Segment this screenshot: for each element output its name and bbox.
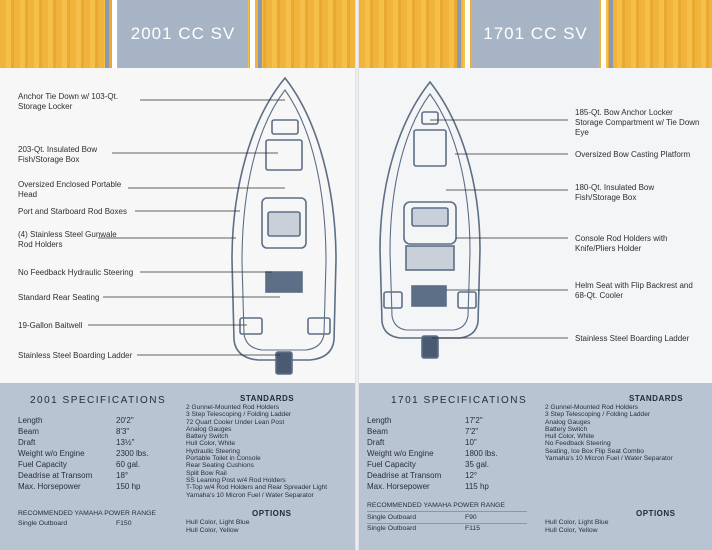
callout-baitwell: 19-Gallon Baitwell bbox=[18, 321, 83, 330]
callout-portable-head: Oversized Enclosed Portable Head bbox=[18, 180, 122, 199]
callout-insulated-fish-box: 180-Qt. Insulated Bow Fish/Storage Box bbox=[575, 183, 655, 202]
callout-boarding-ladder-left: Stainless Steel Boarding Ladder bbox=[18, 351, 133, 360]
callout-console-rod-holders: Console Rod Holders with Knife/Pliers Ho… bbox=[575, 234, 668, 253]
callout-boarding-ladder-right: Stainless Steel Boarding Ladder bbox=[575, 334, 690, 343]
left-power-value: F150 bbox=[116, 520, 132, 527]
right-option-item: Hull Color, Yellow bbox=[545, 527, 598, 534]
right-power-label: Single Outboard bbox=[367, 525, 417, 532]
left-power-title: RECOMMENDED YAMAHA POWER RANGE bbox=[18, 510, 156, 517]
callout-bow-fish-box: 203-Qt. Insulated Bow Fish/Storage Box bbox=[18, 145, 98, 164]
standard-item: Battery Switch bbox=[186, 433, 229, 441]
left-title-box: 2001 CC SV bbox=[118, 0, 248, 68]
callout-rear-seating: Standard Rear Seating bbox=[18, 293, 100, 302]
right-power-value: F115 bbox=[465, 525, 480, 532]
left-standards-title: STANDARDS bbox=[240, 394, 295, 403]
standard-item: Split Bow Rail bbox=[186, 469, 227, 477]
standard-item: 72 Quart Cooler Under Lean Post bbox=[186, 418, 285, 426]
left-options-title: OPTIONS bbox=[252, 509, 292, 518]
right-option-item: Hull Color, Light Blue bbox=[545, 519, 609, 526]
standard-item: Seating, Ice Box Flip Seat Combo bbox=[545, 447, 644, 455]
right-power-title: RECOMMENDED YAMAHA POWER RANGE bbox=[367, 502, 505, 509]
right-power-value: F90 bbox=[465, 514, 477, 521]
left-spec-title: 2001 SPECIFICATIONS bbox=[30, 395, 167, 406]
standard-item: Portable Toilet in Console bbox=[186, 455, 261, 463]
callout-rod-boxes: Port and Starboard Rod Boxes bbox=[18, 207, 127, 216]
right-options-title: OPTIONS bbox=[636, 509, 676, 518]
standard-item: Hydraulic Steering bbox=[186, 447, 240, 455]
callout-anchor-tie-down: Anchor Tie Down w/ 103-Qt. Storage Locke… bbox=[18, 92, 119, 111]
right-power-label: Single Outboard bbox=[367, 514, 417, 521]
left-option-item: Hull Color, Light Blue bbox=[186, 519, 250, 526]
callout-gunwale-rod-holders: (4) Stainless Steel Gunwale Rod Holders bbox=[18, 230, 117, 249]
right-standards-list: 2 Gunnel-Mounted Rod Holders 3 Step Tele… bbox=[545, 404, 673, 462]
right-title: 1701 CC SV bbox=[483, 24, 588, 43]
standard-item: Hull Color, White bbox=[186, 440, 236, 448]
standard-item: Yamaha's 10 Micron Fuel / Water Separato… bbox=[545, 455, 673, 463]
right-spec-title: 1701 SPECIFICATIONS bbox=[391, 395, 528, 406]
standard-item: Hull Color, White bbox=[545, 433, 595, 441]
page-fold bbox=[355, 0, 359, 550]
left-option-item: Hull Color, Yellow bbox=[186, 527, 239, 534]
standard-item: Analog Gauges bbox=[545, 418, 591, 426]
left-power-label: Single Outboard bbox=[18, 520, 68, 527]
callout-helm-seat: Helm Seat with Flip Backrest and 68-Qt. … bbox=[575, 281, 693, 300]
standard-item: 3 Step Telescoping / Folding Ladder bbox=[186, 411, 292, 419]
standard-item: Rear Seating Cushions bbox=[186, 462, 254, 470]
left-standards-list: 2 Gunnel-Mounted Rod Holders 3 Step Tele… bbox=[186, 404, 327, 499]
standard-item: Yamaha's 10 Micron Fuel / Water Separato… bbox=[186, 491, 314, 499]
right-title-box: 1701 CC SV bbox=[472, 0, 599, 68]
callout-bow-anchor-locker: 185-Qt. Bow Anchor Locker Storage Compar… bbox=[575, 108, 700, 137]
standard-item: 2 Gunnel-Mounted Rod Holders bbox=[545, 404, 639, 411]
standard-item: SS Leaning Post w/4 Rod Holders bbox=[186, 476, 286, 484]
right-standards-title: STANDARDS bbox=[629, 394, 684, 403]
left-banner: 2001 CC SV bbox=[0, 0, 355, 68]
standard-item: T-Top w/4 Rod Holders and Rear Spreader … bbox=[186, 484, 328, 492]
callout-hydraulic-steering: No Feedback Hydraulic Steering bbox=[18, 268, 134, 277]
standard-item: No Feedback Steering bbox=[545, 440, 611, 448]
standard-item: 2 Gunnel-Mounted Rod Holders bbox=[186, 404, 280, 411]
standard-item: Analog Gauges bbox=[186, 425, 232, 433]
right-banner: 1701 CC SV bbox=[359, 0, 712, 68]
callout-casting-platform: Oversized Bow Casting Platform bbox=[575, 150, 691, 159]
standard-item: 3 Step Telescoping / Folding Ladder bbox=[545, 411, 651, 419]
left-title: 2001 CC SV bbox=[130, 24, 236, 43]
standard-item: Battery Switch bbox=[545, 425, 588, 433]
